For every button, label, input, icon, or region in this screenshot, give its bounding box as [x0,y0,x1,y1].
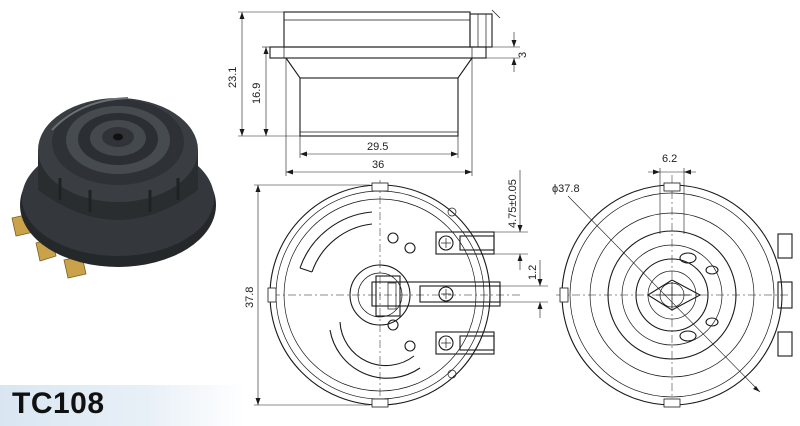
side-view [238,9,520,176]
bottom-view [254,170,548,408]
dim-pin-thickness: 4.75±0.05 [507,179,519,228]
dim-slot-width: 6.2 [662,153,677,165]
dim-outer-width: 36 [372,159,384,171]
product-photo [11,97,216,279]
top-view [556,168,793,408]
model-label: TC108 [12,387,105,420]
dim-base-diameter: 37.8 [244,287,256,308]
dim-bore-diameter: ϕ37.8 [552,183,580,195]
dim-overall-height: 23.1 [227,67,239,88]
dim-inner-width: 29.5 [367,141,388,153]
model-banner: TC108 [0,385,245,426]
dim-body-height: 16.9 [251,83,263,104]
dim-pin-gap: 1.2 [527,265,539,280]
dim-flange-thickness: 3 [517,52,529,58]
dimension-labels: 23.1 16.9 3 29.5 36 4.75±0.05 1.2 37.8 ϕ… [227,52,677,308]
